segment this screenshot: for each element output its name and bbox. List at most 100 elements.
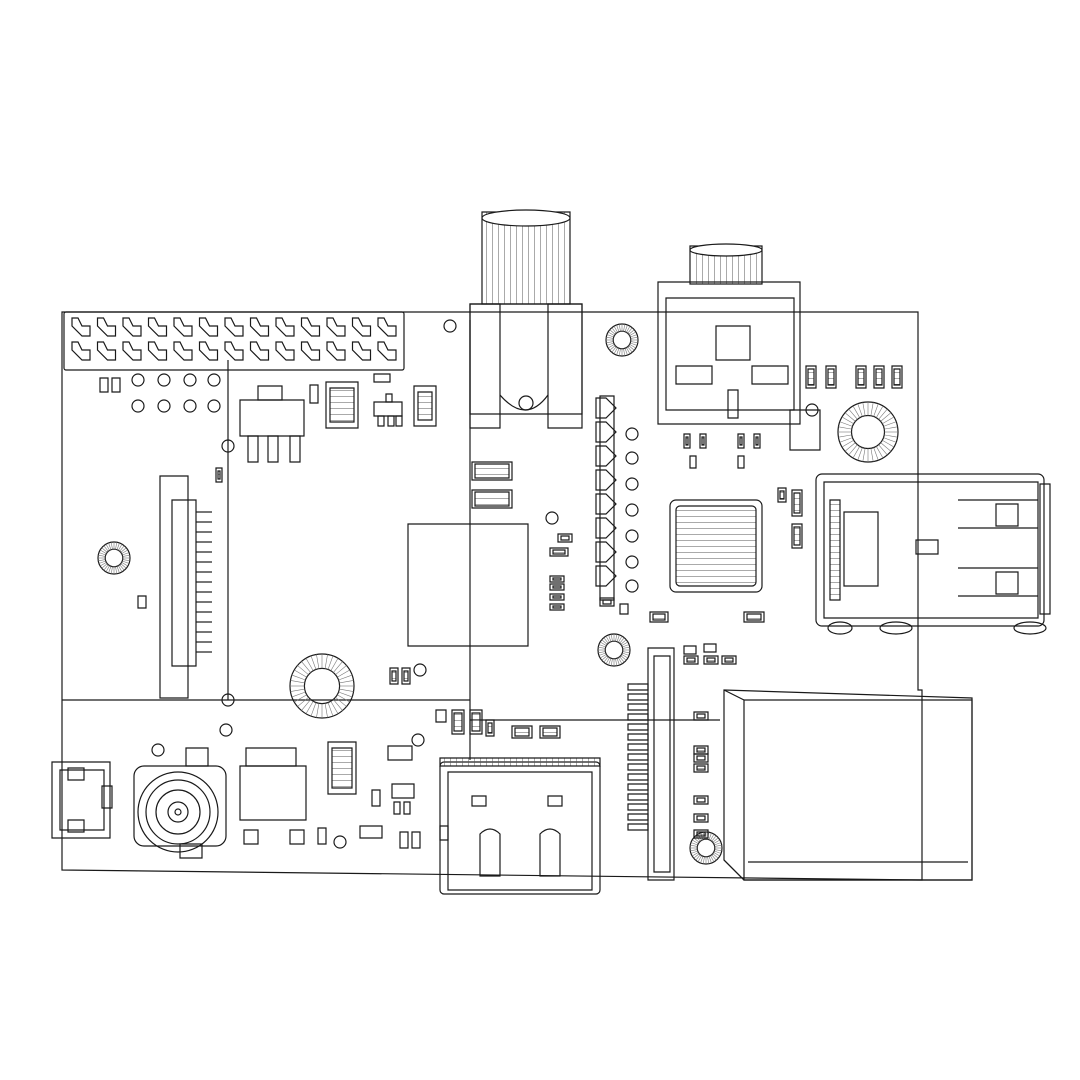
camera-connector	[160, 476, 212, 698]
smd-part	[754, 434, 760, 448]
smd-part	[390, 668, 398, 684]
gpio-pin	[378, 342, 396, 360]
pad	[626, 580, 638, 592]
smd-part	[722, 656, 736, 664]
connector-pin	[628, 784, 648, 790]
gpio-pin	[98, 318, 116, 336]
gpio-pin	[276, 318, 294, 336]
p5-pin	[596, 398, 616, 418]
pad	[132, 374, 144, 386]
gpio-pin	[378, 318, 396, 336]
smd-part	[694, 754, 708, 762]
gpio-pin	[72, 342, 90, 360]
connector-pin	[628, 744, 648, 750]
gpio-pin	[123, 318, 141, 336]
smd-part	[550, 576, 564, 582]
smd-part	[694, 712, 708, 720]
connector-pin	[628, 754, 648, 760]
pad	[626, 428, 638, 440]
smd-part	[472, 462, 512, 480]
pad	[414, 664, 426, 676]
smd-part	[620, 604, 628, 614]
gpio-pin	[200, 342, 218, 360]
usb-lan-chip	[670, 500, 762, 592]
smd-part	[792, 490, 802, 516]
smd-part	[690, 456, 696, 468]
pad	[546, 512, 558, 524]
gpio-pin	[174, 342, 192, 360]
pad	[222, 694, 234, 706]
p5-header	[596, 396, 616, 600]
smd-chips-bottom	[318, 742, 448, 848]
smd-part	[744, 612, 764, 622]
smd-part	[874, 366, 884, 388]
smd-part	[738, 434, 744, 448]
pad	[626, 452, 638, 464]
smd-part	[704, 644, 716, 652]
p5-pin	[596, 470, 616, 490]
connector-pin	[628, 704, 648, 710]
soc-chip	[408, 524, 528, 646]
smd-part	[738, 456, 744, 468]
gpio-pin	[98, 342, 116, 360]
pad	[208, 400, 220, 412]
smd-part	[826, 366, 836, 388]
smd-part	[550, 594, 564, 600]
smd-part	[694, 814, 708, 822]
smd-chips-top	[326, 382, 436, 428]
smd-part	[558, 534, 572, 542]
gpio-pin	[327, 342, 345, 360]
ethernet-port	[724, 690, 972, 880]
display-connector	[628, 648, 674, 880]
pad	[334, 836, 346, 848]
gpio-pin	[302, 318, 320, 336]
p5-pin	[596, 494, 616, 514]
smd-part	[452, 710, 464, 734]
gpio-pin	[72, 318, 90, 336]
through-hole-pads	[132, 320, 818, 848]
smd-part	[216, 468, 222, 482]
gpio-pin	[200, 318, 218, 336]
smd-part	[470, 710, 482, 734]
pad	[184, 400, 196, 412]
smd-part	[540, 726, 560, 738]
pad	[208, 374, 220, 386]
smd-part	[550, 584, 564, 590]
connector-pin	[628, 764, 648, 770]
smd-part	[138, 596, 146, 608]
smd-part	[700, 434, 706, 448]
inductor-coils	[98, 324, 898, 864]
connector-pin	[628, 774, 648, 780]
pad	[444, 320, 456, 332]
smd-part	[550, 604, 564, 610]
pad	[184, 374, 196, 386]
smd-part	[650, 612, 668, 622]
p5-pin	[596, 446, 616, 466]
pad	[412, 734, 424, 746]
gpio-pin	[225, 318, 243, 336]
rca-video-jack	[470, 210, 582, 428]
inductor-core	[697, 839, 715, 857]
smd-components	[138, 366, 902, 838]
smd-part	[684, 434, 690, 448]
smd-part	[486, 720, 494, 736]
gpio-header	[64, 312, 404, 370]
gpio-pin	[327, 318, 345, 336]
connector-pin	[628, 714, 648, 720]
smd-part	[402, 668, 410, 684]
hdmi-port	[440, 758, 600, 894]
gpio-pin	[123, 342, 141, 360]
gpio-pin	[353, 342, 371, 360]
pad	[158, 374, 170, 386]
connector-pin	[628, 684, 648, 690]
connector-pin	[628, 814, 648, 820]
inductor-core	[605, 641, 623, 659]
smd-part	[704, 656, 718, 664]
gpio-pin	[276, 342, 294, 360]
gpio-pin	[225, 342, 243, 360]
connector-pin	[628, 804, 648, 810]
pad	[626, 530, 638, 542]
gpio-pin	[149, 318, 167, 336]
inductor-core	[613, 331, 631, 349]
pad	[158, 400, 170, 412]
